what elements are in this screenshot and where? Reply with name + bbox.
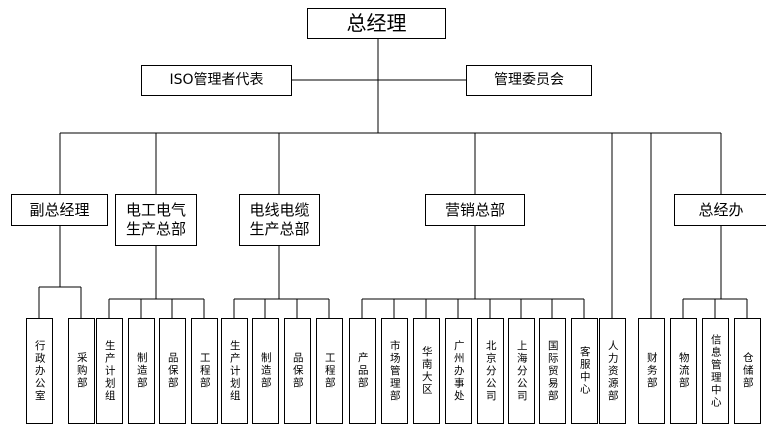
unit-intl-trade: 国际贸易部 — [539, 318, 566, 424]
unit-product: 产品部 — [349, 318, 376, 424]
wire-cable-division-box: 电线电缆 生产总部 — [239, 194, 320, 246]
unit-wire-manufacturing: 制造部 — [252, 318, 279, 424]
unit-logistics: 物流部 — [670, 318, 697, 424]
unit-shanghai: 上海分公司 — [508, 318, 535, 424]
electrical-division-box: 电工电气 生产总部 — [115, 194, 197, 246]
unit-purchasing: 采购部 — [68, 318, 95, 424]
gm-office-box: 总经办 — [674, 194, 766, 226]
sales-division-box: 营销总部 — [425, 194, 525, 226]
unit-elec-planning: 生产计划组 — [96, 318, 123, 424]
unit-warehouse: 仓储部 — [734, 318, 761, 424]
unit-it-center: 信息管理中心 — [702, 318, 729, 424]
unit-wire-qa: 品保部 — [284, 318, 311, 424]
unit-beijing: 北京分公司 — [477, 318, 504, 424]
unit-wire-planning: 生产计划组 — [221, 318, 248, 424]
unit-hr: 人力资源部 — [599, 318, 626, 424]
unit-finance: 财务部 — [638, 318, 665, 424]
unit-elec-manufacturing: 制造部 — [128, 318, 155, 424]
unit-customer-service: 客服中心 — [571, 318, 598, 424]
general-manager-box: 总经理 — [307, 8, 446, 39]
deputy-gm-box: 副总经理 — [11, 194, 108, 226]
unit-elec-qa: 品保部 — [159, 318, 186, 424]
unit-admin-office: 行政办公室 — [26, 318, 53, 424]
unit-guangzhou: 广州办事处 — [445, 318, 472, 424]
unit-south-china: 华南大区 — [413, 318, 440, 424]
unit-elec-engineering: 工程部 — [191, 318, 218, 424]
unit-wire-engineering: 工程部 — [316, 318, 343, 424]
unit-marketing: 市场管理部 — [381, 318, 408, 424]
iso-representative-box: ISO管理者代表 — [141, 65, 292, 96]
management-committee-box: 管理委员会 — [466, 65, 592, 96]
